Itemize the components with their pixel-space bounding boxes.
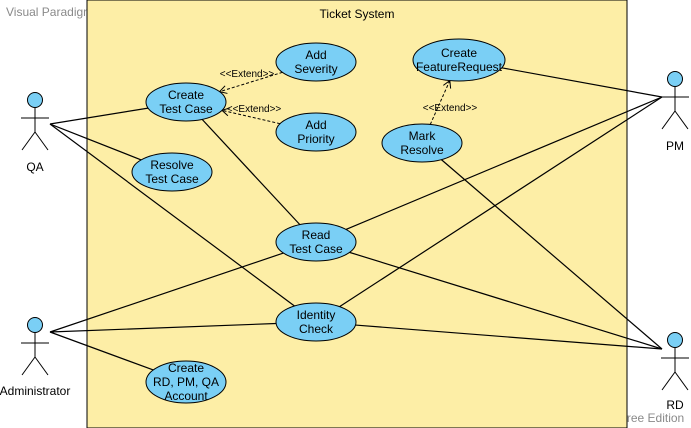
- actor-label: QA: [26, 160, 43, 174]
- actor-right-leg: [34, 356, 49, 376]
- extend-relations: <<Extend>> <<Extend>> <<Extend>>: [218, 69, 478, 125]
- association-rd-read-test-case: [349, 251, 663, 350]
- use-case-label: Resolve: [400, 143, 444, 157]
- association-administrator-create-accounts: [49, 331, 154, 371]
- use-case-label: Priority: [297, 132, 334, 146]
- actor-head: [667, 71, 683, 87]
- use-case-label: Create: [441, 46, 477, 60]
- actor-label: Administrator: [0, 384, 70, 398]
- actor-head: [27, 317, 43, 333]
- extend-label: <<Extend>>: [423, 103, 478, 114]
- extend-label: <<Extend>>: [227, 104, 282, 115]
- actor-head: [667, 332, 683, 348]
- association-rd-identity-check: [355, 324, 663, 350]
- use-case-ellipse: [275, 302, 357, 342]
- extend-label: <<Extend>>: [220, 69, 275, 80]
- association-administrator-read-test-case: [49, 252, 284, 333]
- use-case-label: Mark: [409, 129, 437, 143]
- actor-right-leg: [674, 371, 689, 391]
- association-administrator-identity-check: [49, 322, 277, 333]
- actor-pm[interactable]: PM: [661, 71, 689, 154]
- association-qa-create-test-case: [49, 107, 149, 125]
- use-case-ellipse: [381, 123, 463, 163]
- actor-left-leg: [661, 110, 676, 130]
- use-case-label: FeatureRequest: [416, 60, 503, 74]
- use-case-ellipse: [131, 152, 213, 192]
- association-pm-create-feature-request: [501, 67, 663, 98]
- associations: [49, 67, 663, 371]
- actor-right-leg: [674, 110, 689, 130]
- actor-right-leg: [34, 131, 49, 151]
- actor-qa[interactable]: QA: [21, 92, 49, 175]
- actor-label: RD: [666, 398, 684, 412]
- association-qa-resolve-test-case: [49, 123, 142, 161]
- use-case-label: Create: [168, 88, 204, 102]
- use-case-ellipse: [275, 112, 357, 152]
- system-title: Ticket System: [320, 7, 395, 21]
- use-case-label: Create: [168, 361, 204, 375]
- extend-line-mark-resolve: [429, 79, 452, 125]
- association-create-test-case-read-test-case: [201, 118, 301, 226]
- association-pm-read-test-case: [345, 96, 663, 230]
- use-case-label: Severity: [294, 62, 337, 76]
- extend-line-add-severity: [218, 71, 283, 94]
- use-case-label: Test Case: [159, 102, 213, 116]
- system-boundary: [86, 0, 628, 428]
- actors: QA Administrator PM RD: [0, 71, 689, 413]
- use-case-ellipse: [275, 42, 357, 82]
- use-case-label: Identity: [297, 308, 336, 322]
- use-case-label: RD, PM, QA: [153, 375, 219, 389]
- actor-left-leg: [21, 356, 36, 376]
- actor-left-leg: [21, 131, 36, 151]
- use-case-label: Test Case: [145, 172, 199, 186]
- use-case-ellipse: [275, 222, 357, 262]
- use-case-label: Resolve: [150, 158, 194, 172]
- actor-rd[interactable]: RD: [661, 332, 689, 413]
- association-pm-identity-check: [339, 96, 663, 308]
- association-rd-mark-resolve: [440, 159, 663, 350]
- use-case-ellipse: [145, 360, 227, 404]
- use-case-label: Add: [305, 118, 326, 132]
- use-case-label: Add: [305, 48, 326, 62]
- actor-head: [27, 92, 43, 108]
- use-case-label: Read: [302, 228, 331, 242]
- actor-left-leg: [661, 371, 676, 391]
- use-case-label: Test Case: [289, 242, 343, 256]
- actor-label: PM: [666, 139, 684, 153]
- use-case-label: Account: [164, 389, 208, 403]
- actor-administrator[interactable]: Administrator: [0, 317, 70, 399]
- use-case-ellipse: [412, 38, 506, 82]
- use-case-ellipse: [145, 82, 227, 122]
- use-case-label: Check: [299, 322, 334, 336]
- association-qa-identity-check: [49, 123, 295, 307]
